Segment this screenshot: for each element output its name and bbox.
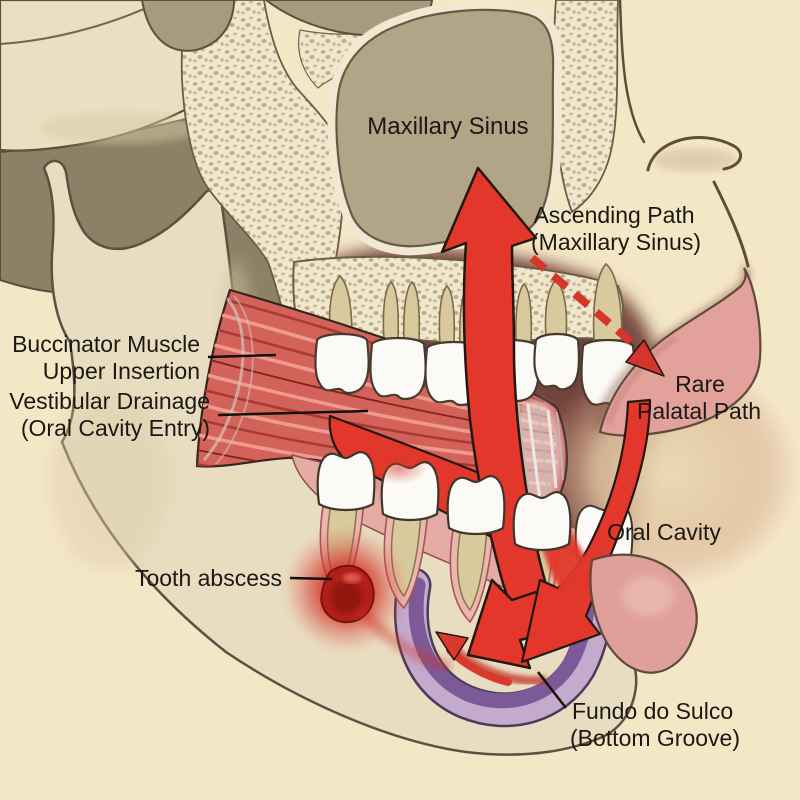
orbital-cavities — [140, 0, 434, 52]
label-fundo-2: (Bottom Groove) — [570, 725, 740, 751]
label-vestibular-1: Vestibular Drainage — [9, 388, 210, 414]
groove-flow-arrowhead — [435, 631, 469, 661]
label-fundo-1: Fundo do Sulco — [572, 698, 733, 724]
label-rare-palatal-1: Rare — [675, 371, 725, 397]
mandible-shading — [50, 390, 170, 570]
label-rare-palatal-2: Palatal Path — [637, 398, 761, 424]
fundo-leader-line — [537, 671, 567, 709]
rare-palatal-path-dashed — [529, 254, 643, 353]
nostril-icon — [646, 136, 743, 172]
lip-highlight — [622, 576, 674, 616]
maxillary-sinus-cavity — [327, 0, 563, 256]
label-maxillary-sinus: Maxillary Sinus — [367, 113, 528, 140]
label-buccinator-2: Upper Insertion — [43, 358, 200, 384]
leader-lines — [207, 353, 567, 709]
label-tooth-abscess: Tooth abscess — [135, 565, 282, 591]
label-ascending-path-2: (Maxillary Sinus) — [531, 229, 701, 255]
face-profile — [618, 0, 750, 268]
oral-cavity-drainage-arrow — [520, 398, 652, 664]
rare-palatal-arrowhead — [625, 339, 665, 377]
buccinator-leader-line — [207, 353, 277, 359]
label-vestibular-2: (Oral Cavity Entry) — [21, 415, 210, 441]
palate — [592, 264, 762, 437]
abscess-leader-line — [289, 576, 333, 581]
label-buccinator-1: Buccinator Muscle — [12, 331, 200, 357]
label-oral-cavity: Oral Cavity — [607, 519, 721, 545]
inflamed-gum-glow — [368, 452, 428, 484]
labels: Maxillary Sinus Ascending Path (Maxillar… — [9, 113, 761, 751]
label-ascending-path-1: Ascending Path — [533, 202, 694, 228]
vestibular-leader-line — [217, 409, 369, 417]
